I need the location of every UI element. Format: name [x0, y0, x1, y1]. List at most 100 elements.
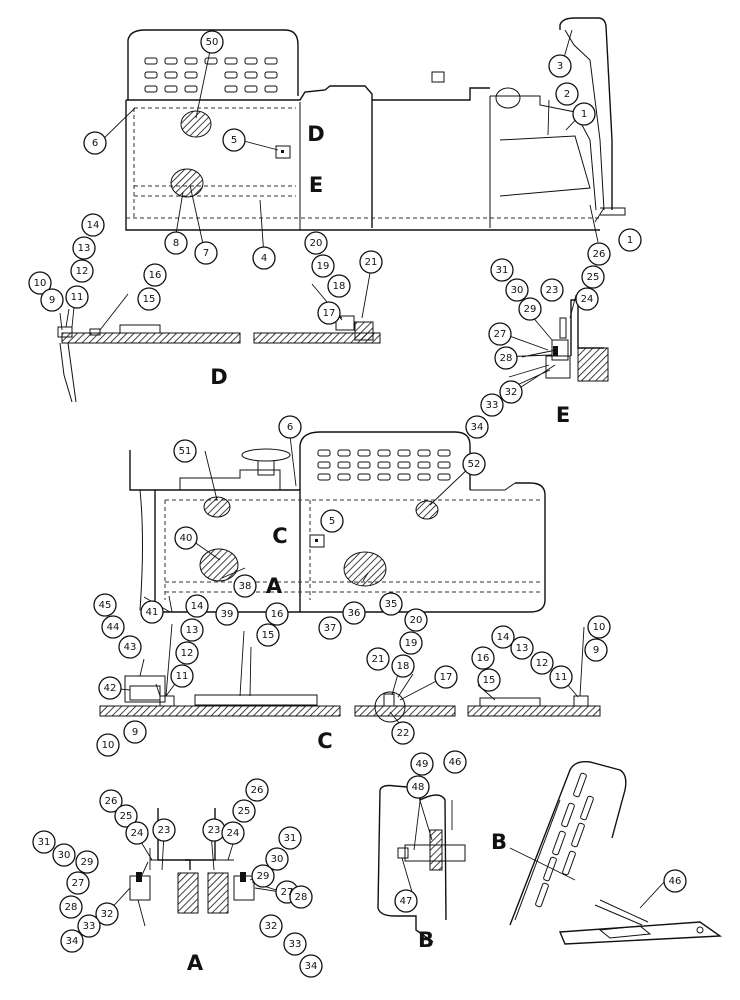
callout-dv17: 17: [317, 301, 341, 325]
callout-number: 32: [265, 921, 278, 932]
callout-number: 25: [120, 811, 133, 822]
callout-c6a: 6: [83, 131, 107, 155]
callout-cv15b: 15: [477, 668, 501, 692]
callout-number: 52: [468, 459, 481, 470]
callout-number: 33: [83, 921, 96, 932]
top-machine-view: D E: [125, 17, 626, 231]
callout-cv17: 17: [434, 665, 458, 689]
callout-cv11: 11: [170, 664, 194, 688]
callout-a23r: 23: [202, 818, 226, 842]
callout-c1b: 1: [618, 228, 642, 252]
callout-number: 26: [105, 796, 118, 807]
callout-number: 6: [92, 138, 98, 149]
callout-cv18: 18: [391, 654, 415, 678]
callout-c8a: 8: [164, 231, 188, 255]
callout-number: 49: [416, 759, 429, 770]
callout-number: 16: [271, 609, 284, 620]
callout-number: 27: [72, 878, 85, 889]
callout-number: 13: [78, 243, 91, 254]
callout-a29: 29: [75, 850, 99, 874]
callout-ev29: 29: [518, 297, 542, 321]
callout-dv11: 11: [65, 285, 89, 309]
callout-m41: 41: [140, 600, 164, 624]
callout-number: 34: [471, 422, 484, 433]
callout-a33r: 33: [283, 932, 307, 956]
callout-cv22: 22: [391, 721, 415, 745]
callout-a26r: 26: [245, 778, 269, 802]
callout-number: 33: [289, 939, 302, 950]
callout-ev31: 31: [490, 258, 514, 282]
callout-number: 13: [186, 625, 199, 636]
callout-number: 33: [486, 400, 499, 411]
callout-number: 29: [524, 304, 537, 315]
callout-number: 34: [66, 936, 79, 947]
callout-number: 10: [34, 278, 47, 289]
callout-cv20: 20: [404, 608, 428, 632]
callout-a30r: 30: [265, 847, 289, 871]
callout-number: 29: [257, 871, 270, 882]
callout-m35: 35: [379, 592, 403, 616]
callout-number: 23: [208, 825, 221, 836]
callout-number: 20: [410, 615, 423, 626]
view-title-a: A: [187, 951, 204, 975]
callout-number: 17: [323, 308, 336, 319]
callout-number: 19: [317, 261, 330, 272]
callout-number: 7: [203, 248, 209, 259]
callout-number: 24: [131, 828, 144, 839]
callout-number: 12: [76, 266, 89, 277]
callout-cv19: 19: [399, 631, 423, 655]
callout-c7a: 7: [194, 241, 218, 265]
callout-ev30: 30: [505, 278, 529, 302]
callout-c1a: 1: [572, 102, 596, 126]
callout-p46: 46: [663, 869, 687, 893]
callout-ev32: 32: [499, 380, 523, 404]
callout-a25: 25: [114, 804, 138, 828]
callout-c2: 2: [555, 82, 579, 106]
callout-number: 46: [669, 876, 682, 887]
callout-number: 5: [231, 135, 237, 146]
callout-number: 39: [221, 609, 234, 620]
callout-number: 30: [58, 850, 71, 861]
callout-ev33: 33: [480, 393, 504, 417]
callout-number: 37: [324, 623, 337, 634]
callout-cv9b: 9: [584, 638, 608, 662]
callout-number: 12: [181, 648, 194, 659]
callout-m38: 38: [233, 574, 257, 598]
callout-number: 11: [555, 672, 568, 683]
callout-cv16b: 16: [471, 646, 495, 670]
callout-number: 15: [262, 630, 275, 641]
callout-m52: 52: [462, 452, 486, 476]
callout-number: 45: [99, 600, 112, 611]
callout-number: 9: [49, 295, 55, 306]
callout-number: 25: [238, 806, 251, 817]
callout-ev28: 28: [494, 346, 518, 370]
view-title-d: D: [210, 365, 227, 389]
callout-ev25: 25: [581, 265, 605, 289]
callout-number: 46: [449, 757, 462, 768]
callout-number: 6: [287, 422, 293, 433]
callout-a34: 34: [60, 929, 84, 953]
callout-a30: 30: [52, 843, 76, 867]
callout-number: 10: [593, 622, 606, 633]
callout-number: 25: [587, 272, 600, 283]
callout-number: 13: [516, 643, 529, 654]
callout-a34r: 34: [299, 954, 323, 978]
view-label-a: A: [266, 574, 283, 598]
callout-number: 47: [400, 896, 413, 907]
view-title-c: C: [317, 729, 332, 753]
view-label-e: E: [309, 173, 323, 197]
callout-cv43: 43: [118, 635, 142, 659]
callout-number: 15: [483, 675, 496, 686]
callout-cv12: 12: [175, 641, 199, 665]
callout-number: 44: [107, 622, 120, 633]
callout-c3: 3: [548, 54, 572, 78]
section-view-e: E: [545, 299, 609, 427]
callout-dv14: 14: [81, 213, 105, 237]
callout-number: 41: [146, 607, 159, 618]
callout-number: 18: [397, 661, 410, 672]
callout-a28r: 28: [289, 885, 313, 909]
callout-cv13b: 13: [510, 636, 534, 660]
callout-number: 21: [365, 257, 378, 268]
callout-cv14: 14: [185, 594, 209, 618]
